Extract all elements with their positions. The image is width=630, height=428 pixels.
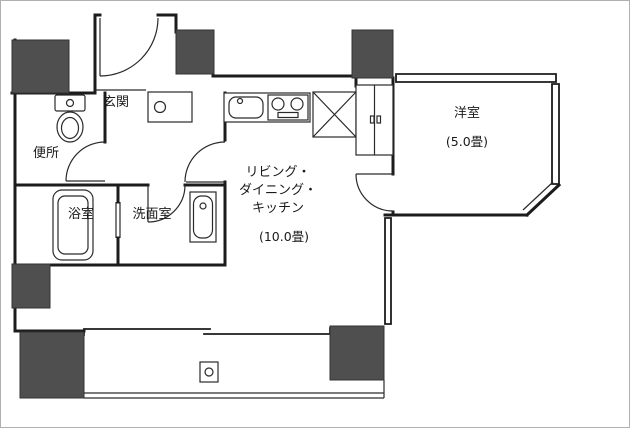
balcony-sliding-window[interactable] (83, 327, 331, 336)
toilet-label: 便所 (33, 146, 59, 161)
genkan-label: 玄関 (103, 95, 129, 110)
vanity-basin (189, 191, 217, 243)
pillar-bottom-right (329, 325, 385, 381)
western-room-top-window (395, 73, 557, 83)
entrance-door-swing[interactable] (99, 17, 159, 77)
bathroom-label: 浴室 (68, 206, 94, 222)
bathtub (52, 189, 94, 261)
duct-box (312, 91, 357, 138)
western-room-size-label: (5.0畳) (446, 134, 488, 149)
washer-pan (147, 91, 193, 123)
corner-diagonal-inner-line (522, 181, 554, 211)
bathroom-door[interactable] (115, 202, 121, 238)
ldk-label-line1: リビング・ (245, 165, 310, 180)
ldk-label-line2: ダイニング・ (239, 183, 317, 198)
ldk-size-label: (10.0畳) (259, 229, 309, 244)
pillar-left-middle (11, 263, 51, 309)
pillar-bottom-left (19, 331, 85, 399)
toilet-fixture (54, 94, 86, 143)
pillar-top-left (11, 39, 70, 94)
western-room-label: 洋室 (454, 105, 480, 121)
kitchen-sink (228, 96, 264, 119)
washroom-door-swing[interactable] (147, 184, 186, 223)
living-door-swing[interactable] (184, 141, 226, 183)
balcony-drain-box (199, 361, 219, 383)
toilet-door-swing[interactable] (65, 141, 106, 182)
stove (267, 94, 309, 121)
pillar-top-center (175, 29, 215, 75)
washroom-label: 洗面室 (132, 206, 171, 222)
balcony-railing (84, 380, 385, 399)
living-right-window (384, 217, 392, 325)
ldk-label-line3: キッチン (252, 201, 304, 216)
western-room-right-window (551, 83, 560, 185)
closet[interactable] (355, 84, 394, 156)
western-room-door-swing[interactable] (355, 173, 394, 212)
pillar-top-right (351, 29, 394, 79)
